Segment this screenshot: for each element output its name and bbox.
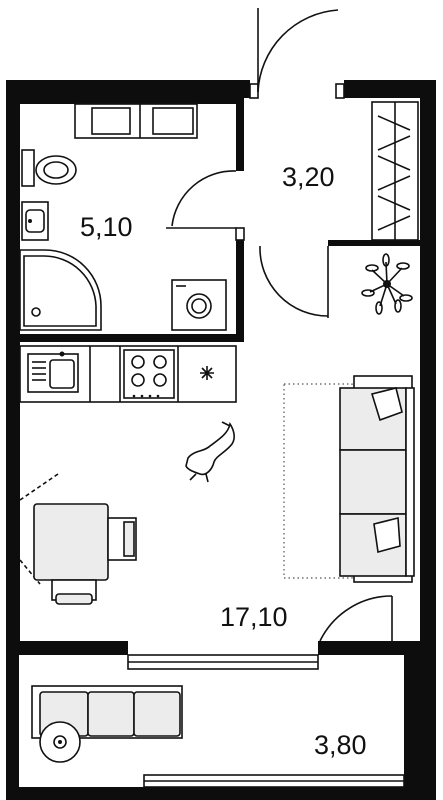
balcony-door[interactable] <box>319 595 393 642</box>
chair-icon-2 <box>51 579 97 605</box>
dog-icon <box>185 421 235 483</box>
shower-icon <box>19 249 102 331</box>
plant-icon <box>361 253 413 315</box>
window-balcony <box>19 774 405 800</box>
wardrobe <box>371 101 419 241</box>
bathroom-shelf <box>74 103 198 139</box>
balcony-side-table <box>39 721 81 763</box>
bathroom-area-label: 5,10 <box>80 212 133 242</box>
washing-machine-icon <box>171 279 227 331</box>
extractor-icon <box>200 366 214 380</box>
dining-table <box>19 473 109 585</box>
interior-walls <box>20 98 420 342</box>
balcony-area-label: 3,80 <box>314 730 367 760</box>
chair-icon <box>107 517 137 561</box>
stove-icon <box>123 349 175 399</box>
living-area-label: 17,10 <box>220 602 288 632</box>
sink-icon <box>21 201 49 241</box>
exterior-walls <box>6 80 436 800</box>
living-door[interactable] <box>259 245 329 318</box>
sofa <box>339 375 415 583</box>
hall-area-label: 3,20 <box>282 162 335 192</box>
balcony-sofa <box>31 685 183 739</box>
bathroom-door[interactable] <box>166 170 245 241</box>
entrance-door[interactable] <box>249 8 345 99</box>
toilet-icon <box>21 149 77 187</box>
window-top <box>127 654 319 670</box>
kitchen-sink-icon <box>27 351 79 393</box>
